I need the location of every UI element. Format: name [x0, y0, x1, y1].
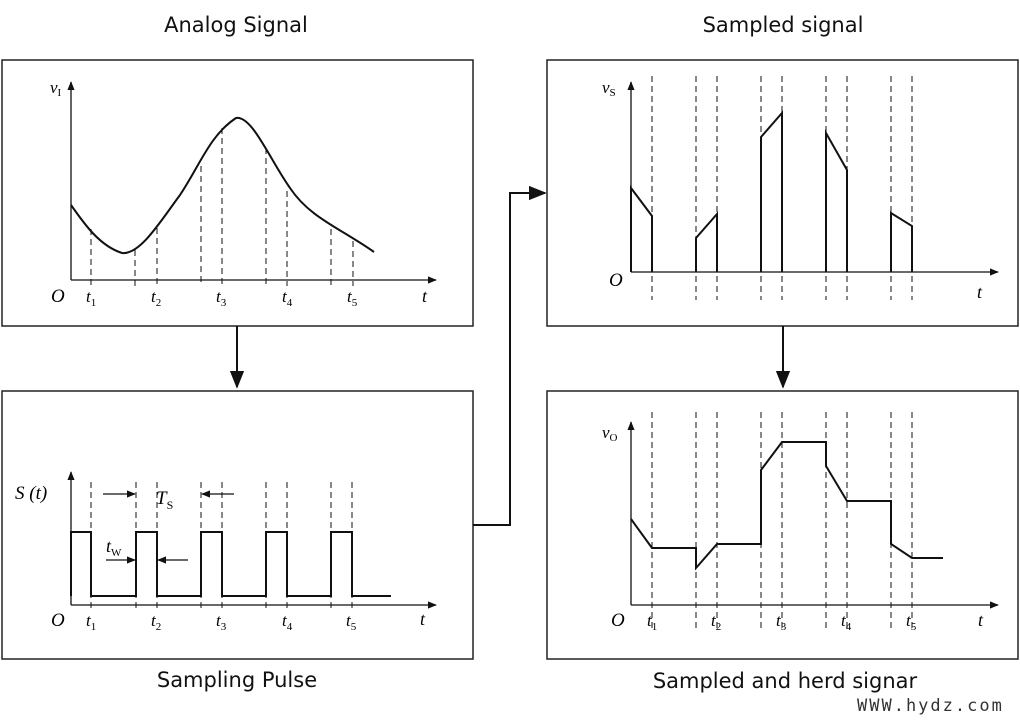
- pulse-y-label: S (t): [15, 483, 47, 504]
- analog-y-label: vI: [50, 78, 62, 99]
- held-tick-t4: t4: [841, 611, 852, 633]
- sampled-axes: [627, 81, 999, 276]
- held-tick-t1: t1: [647, 611, 657, 633]
- sampled-x-axis-label: t: [977, 282, 983, 302]
- analog-tick-t5: t5: [347, 287, 358, 309]
- panel-held-frame: [546, 390, 1019, 660]
- period-label: TS: [156, 488, 173, 512]
- analog-tick-t3: t3: [216, 287, 227, 309]
- analog-signal-curve: [70, 116, 375, 255]
- held-tick-t5: t5: [906, 611, 917, 633]
- held-gridlines: [651, 412, 913, 630]
- watermark: WWW.hydz.com: [857, 696, 1004, 716]
- sampled-pulses: [630, 110, 913, 272]
- pulse-tick-t2: t2: [151, 611, 161, 633]
- analog-sample-gridlines: [90, 128, 354, 286]
- arrow-pulse-to-sampled: [473, 185, 547, 526]
- sampled-pulse-5: [890, 211, 913, 272]
- pulse-tick-t3: t3: [216, 611, 227, 633]
- pulse-tick-t4: t4: [282, 611, 293, 633]
- analog-tick-t1: t1: [86, 287, 96, 309]
- held-signal-curve: [630, 441, 943, 571]
- pulse-axes: [67, 471, 437, 609]
- pulse-tick-t1: t1: [86, 611, 96, 633]
- caption-sampling-pulse: Sampling Pulse: [156, 668, 318, 692]
- held-x-axis-label: t: [978, 610, 984, 630]
- caption-analog-signal: Analog Signal: [164, 13, 308, 37]
- analog-tick-t4: t4: [282, 287, 293, 309]
- sampled-origin-label: O: [609, 270, 623, 291]
- panel-analog-frame: [1, 59, 474, 327]
- analog-tick-t2: t2: [151, 287, 161, 309]
- pulse-x-axis-label: t: [420, 609, 426, 629]
- sampled-pulse-3: [760, 110, 783, 272]
- held-y-label: vO: [602, 423, 618, 444]
- caption-sampled-signal: Sampled signal: [702, 13, 864, 37]
- held-origin-label: O: [611, 610, 625, 631]
- sampled-pulse-4: [825, 129, 848, 272]
- pulse-origin-label: O: [51, 610, 65, 631]
- panel-pulse-frame: [1, 390, 474, 660]
- sampled-pulse-1: [630, 185, 653, 272]
- analog-origin-label: O: [51, 286, 65, 307]
- caption-sampled-and-held-signal: Sampled and herd signar: [652, 669, 918, 693]
- analog-axes: [67, 81, 437, 284]
- sampled-pulse-2: [695, 211, 718, 272]
- sampled-y-label: vS: [602, 78, 616, 99]
- analog-x-axis-label: t: [422, 286, 428, 306]
- held-tick-t3: t3: [776, 611, 787, 633]
- held-axes: [627, 421, 999, 609]
- sampling-pulse-train: [70, 531, 391, 597]
- pulse-tick-t5: t5: [346, 611, 357, 633]
- width-label: tW: [106, 536, 122, 559]
- held-tick-t2: t2: [711, 611, 721, 633]
